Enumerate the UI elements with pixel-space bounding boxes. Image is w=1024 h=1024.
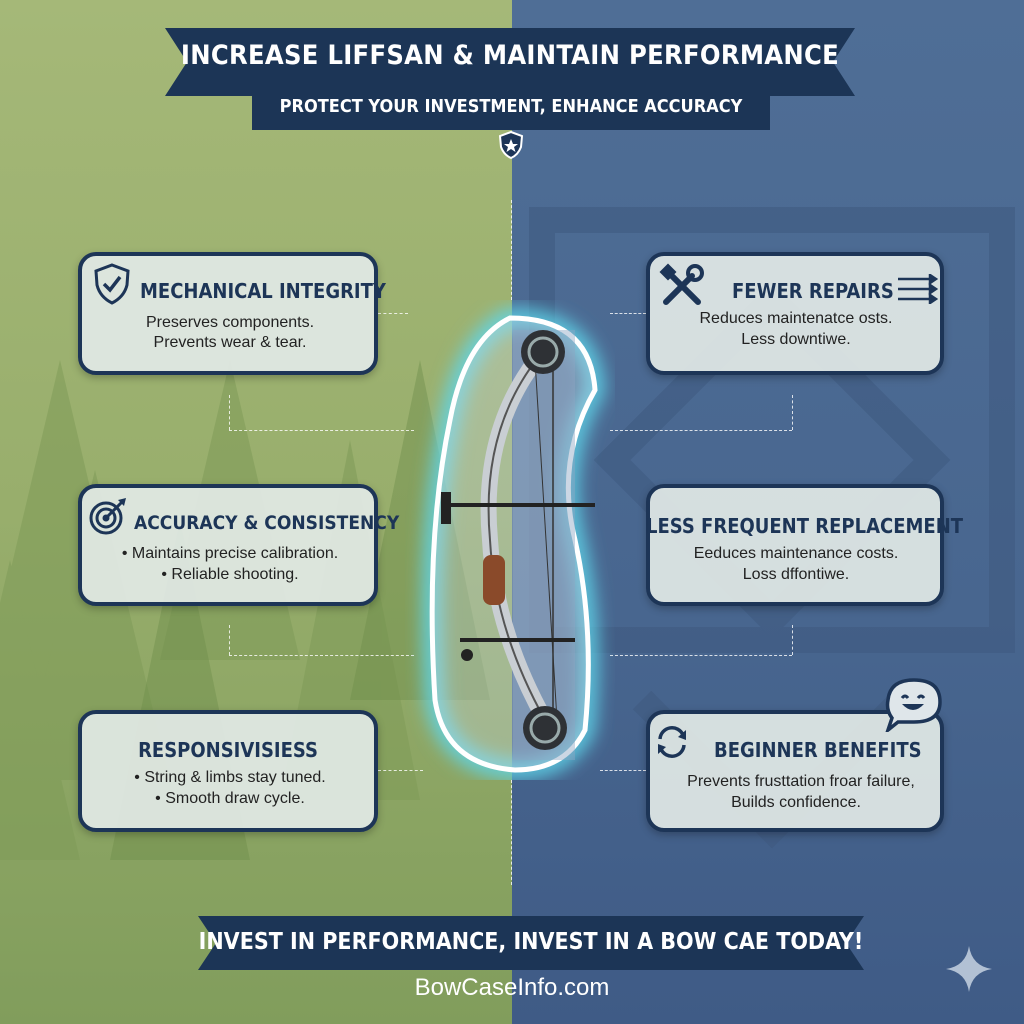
connector-line — [229, 655, 414, 656]
accuracy-consistency-card — [78, 484, 378, 606]
card-title: LESS FREQUENT REPLACEMENT — [646, 514, 964, 538]
card-title: FEWER REPAIRS — [732, 279, 894, 303]
connector-line — [610, 313, 646, 314]
card-text: Loss dffontiwe. — [742, 566, 850, 583]
card-text: Prevents frusttation froar failure, — [687, 773, 915, 790]
page-title: INCREASE LIFFSAN & MAINTAIN PERFORMANCE — [180, 40, 840, 71]
responsiveness-card — [78, 710, 378, 832]
card-text: Less downtiwe. — [741, 331, 851, 348]
card-text: • String & limbs stay tuned. — [134, 769, 326, 786]
top-arrow-line — [511, 200, 512, 300]
connector-line — [229, 625, 230, 655]
smiley-chat-icon — [885, 678, 942, 732]
bottom-arrow-line — [511, 780, 512, 885]
connector-line — [229, 430, 414, 431]
card-title: RESPONSIVISIESS — [138, 738, 318, 762]
connector-line — [610, 655, 792, 656]
card-title: MECHANICAL INTEGRITY — [140, 279, 386, 303]
shield-check-icon — [94, 263, 130, 305]
page-subtitle: PROTECT YOUR INVESTMENT, ENHANCE ACCURAC… — [279, 96, 743, 117]
connector-line — [378, 770, 423, 771]
subtitle-banner — [252, 86, 770, 130]
compound-bow-illustration — [423, 308, 605, 780]
card-text: Builds confidence. — [731, 794, 861, 811]
card-text: Reduces maintenatce osts. — [699, 310, 893, 327]
shield-star-icon — [498, 130, 524, 160]
cta-text: INVEST IN PERFORMANCE, INVEST IN A BOW C… — [198, 929, 864, 955]
connector-line — [600, 770, 646, 771]
title-banner — [165, 28, 855, 96]
connector-line — [792, 625, 793, 655]
card-text: Eeduces maintenance costs. — [693, 545, 899, 562]
connector-line — [229, 395, 230, 430]
card-text: • Maintains precise calibration. — [121, 545, 339, 562]
card-text: Preserves components. — [145, 314, 315, 331]
refresh-icon — [658, 726, 686, 758]
connector-line — [378, 313, 408, 314]
connector-line — [792, 395, 793, 430]
target-icon — [89, 498, 126, 535]
card-text: Prevents wear & tear. — [153, 334, 307, 351]
mechanical-integrity-card — [78, 252, 378, 375]
less-frequent-replacement-card — [646, 484, 944, 606]
cta-banner — [198, 916, 864, 970]
card-title: BEGINNER BENEFITS — [714, 738, 922, 762]
card-text: • Smooth draw cycle. — [155, 790, 305, 807]
arrows-icon — [898, 274, 938, 304]
connector-line — [610, 430, 792, 431]
website-link[interactable]: BowCaseInfo.com — [414, 974, 610, 1001]
beginner-benefits-card — [646, 710, 944, 832]
card-title: ACCURACY & CONSISTENCY — [134, 512, 400, 534]
wrench-screwdriver-icon — [659, 263, 704, 305]
sparkle-icon — [946, 946, 992, 992]
card-text: • Reliable shooting. — [161, 566, 299, 583]
fewer-repairs-card — [646, 252, 944, 375]
